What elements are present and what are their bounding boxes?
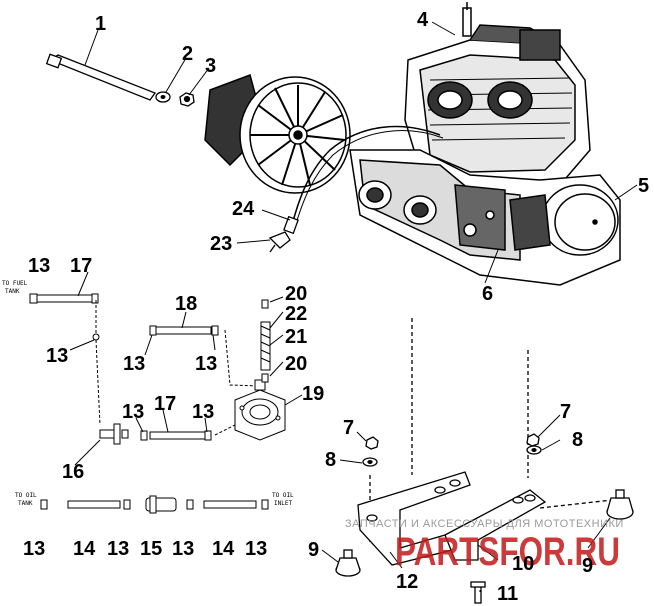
callout-17-b: 17 [154,393,176,415]
callout-9-b: 9 [582,555,593,577]
label-oil-tank: TANK [18,500,33,507]
callout-13-f: 13 [192,401,214,423]
callout-9-a: 9 [308,539,319,561]
callout-19: 19 [302,383,324,405]
callout-17-a: 17 [70,255,92,277]
callout-16: 16 [62,461,84,483]
oil-lines [40,495,269,514]
throttle-cable [291,125,441,226]
label-fuel-tank: TANK [5,288,20,295]
callout-14-a: 14 [73,538,96,560]
watermark-brand: PARTSFOR.RU [395,530,620,574]
callout-23: 23 [210,233,232,255]
label-to-oil-inlet: TO OIL [272,492,294,499]
callout-13-a: 13 [28,255,50,277]
watermark-tagline: ЗАПЧАСТИ И АКСЕССУАРЫ ДЛЯ МОТОТЕХНИКИ [345,518,624,530]
callout-22: 22 [285,303,307,325]
cable-fitting [268,215,299,253]
callout-13-d: 13 [195,353,217,375]
callout-4: 4 [417,9,429,31]
callout-13-c: 13 [123,353,145,375]
nut [179,92,195,107]
callout-8-a: 8 [325,449,336,471]
callout-7-a: 7 [343,417,354,439]
callout-numbers: 1 2 3 4 5 6 24 23 13 17 13 18 13 13 20 2… [23,9,649,605]
callout-10: 10 [512,553,534,575]
callout-3: 3 [205,55,216,77]
callout-24: 24 [232,198,255,220]
callout-13-e: 13 [122,401,144,423]
callout-20-a: 20 [285,283,307,305]
callout-18: 18 [175,293,197,315]
callout-11: 11 [497,583,518,605]
callout-13-i: 13 [172,538,194,560]
clutch-bolt [45,53,157,101]
label-to-oil-tank: TO OIL [15,492,37,499]
callout-20-b: 20 [285,353,307,375]
callout-6: 6 [482,283,493,305]
mount-leader-lines [321,414,611,592]
leader-lines [84,21,638,284]
callout-15: 15 [140,538,162,560]
drive-clutch [204,74,351,194]
callout-7-b: 7 [560,401,571,423]
callout-12: 12 [396,571,418,593]
fuel-lines [29,293,286,445]
callout-21: 21 [285,326,307,348]
label-oil-inlet: INLET [274,500,292,507]
callout-13-j: 13 [245,538,267,560]
callout-13-h: 13 [107,538,129,560]
callout-2: 2 [182,43,193,65]
callout-8-b: 8 [572,429,583,451]
callout-13-b: 13 [46,345,68,367]
callout-13-g: 13 [23,538,45,560]
engine-mounts [335,318,634,604]
fuel-leader-lines [69,271,303,466]
callout-14-b: 14 [212,538,235,560]
engine-assembly [349,2,621,286]
label-to-fuel: TO FUEL [2,280,28,287]
callout-1: 1 [95,13,106,35]
callout-5: 5 [638,175,649,197]
